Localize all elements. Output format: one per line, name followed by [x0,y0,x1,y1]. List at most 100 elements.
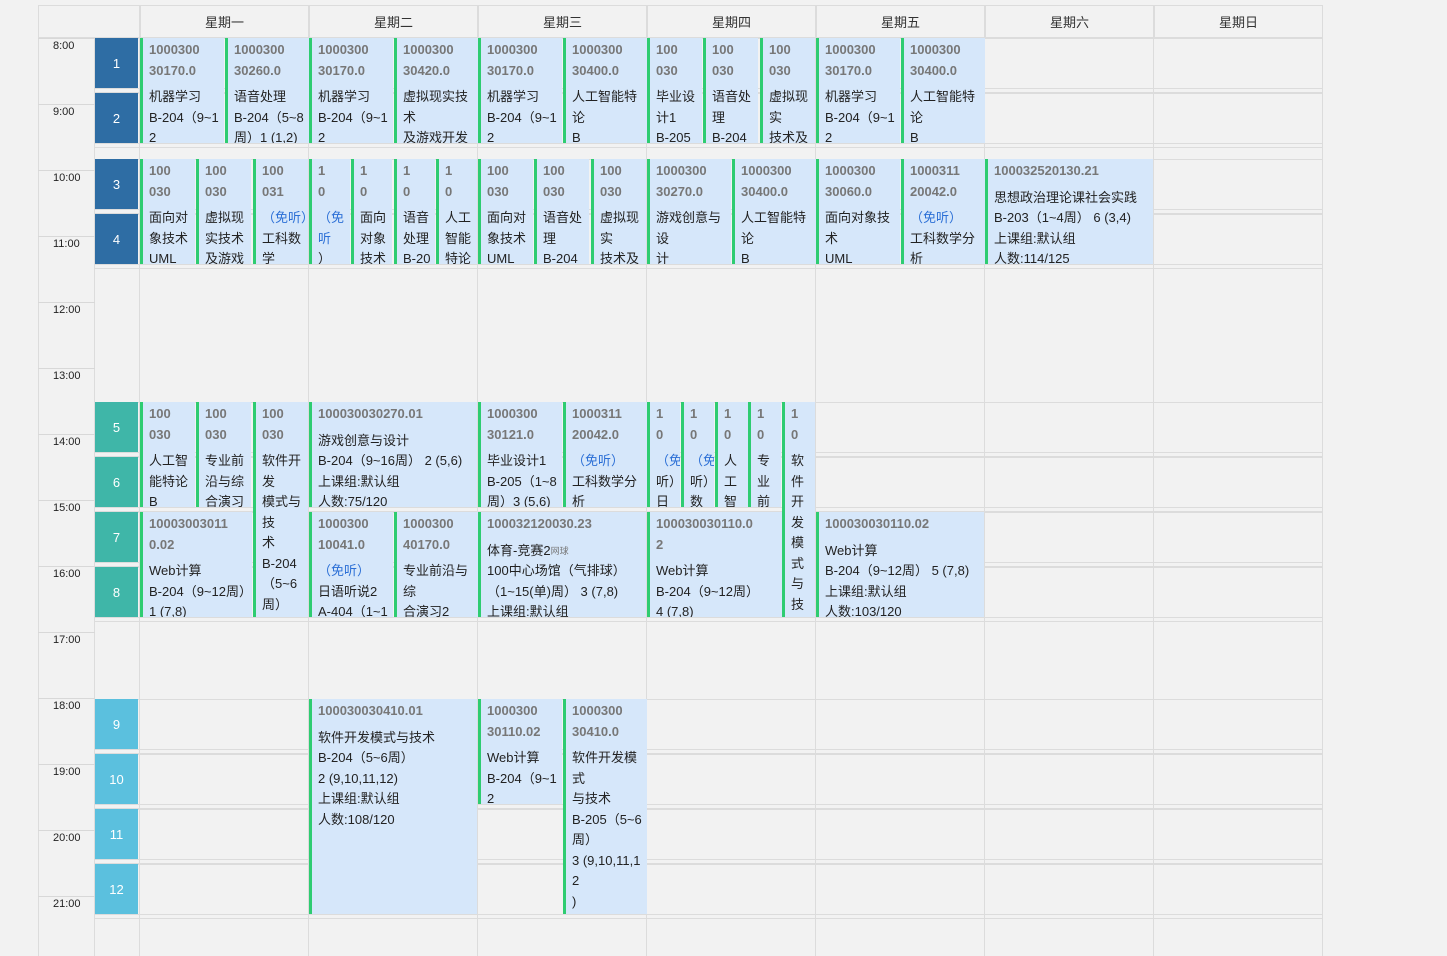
course-line: 及游戏 [205,251,245,264]
course-line: 合演习2 [403,604,450,617]
course-code: 100 [543,163,565,178]
course-code: 100030030270.01 [318,406,423,421]
course-line: 上课组:默认组 [318,473,400,489]
course-line: 机器学习 [825,89,878,104]
course-code: 100 [487,163,509,178]
course-code: 100030030110.02 [825,516,930,531]
course-cell[interactable]: 100030虚拟现实技术及游戏开发 [760,38,815,143]
course-code: 1000300 [149,42,200,57]
time-column [38,38,95,956]
period-number: 4 [95,214,138,264]
course-cell[interactable]: 10人工智能特论B [436,159,477,264]
course-code: 030 [712,62,734,78]
course-line: 周）3 (5,6) [487,494,551,507]
course-line: 语音 [403,210,430,225]
course-cell[interactable]: 10（免听）数学 [681,402,714,507]
course-line: 上课组:默认组 [825,583,907,599]
course-line: 100中心场馆（气排球） [487,563,626,578]
course-cell[interactable]: 100030030270.0游戏创意与设计B-204（9~16 [647,159,731,264]
course-cell[interactable]: 100030专业前沿与综合演习2 [196,402,251,507]
course-line: 日语听说2 [318,583,378,599]
grid-row-line [95,753,1323,754]
course-code: 1 [791,406,799,421]
course-line: ) [572,893,577,909]
day-header: 星期三 [478,5,647,38]
hour-line [38,830,95,831]
course-cell[interactable]: 10（免听）日语 [647,402,680,507]
period-number: 3 [95,159,138,209]
course-cell[interactable]: 10软件开发模式与技术B-204（5~6 [782,402,815,617]
course-line: 2 (9,10,11,12) [318,770,398,786]
course-code: 1 [403,163,411,178]
course-code: 30400.0 [910,62,957,78]
sport-tag: 网球 [550,545,569,556]
course-code: 30260.0 [234,62,281,78]
period-number: 2 [95,93,138,143]
course-code: 100 [205,406,227,421]
course-code: 1000300 [318,516,369,531]
course-code: 1000300 [403,42,454,57]
course-cell[interactable]: 10（免听）数学 [309,159,350,264]
course-cell[interactable]: 100030人工智能特论BB-204 [140,402,195,507]
course-line: 人工智能特论 [741,210,807,246]
period-number: 8 [95,567,138,617]
course-code: 1 [757,406,765,421]
course-code: 20042.0 [910,183,957,199]
course-code: 30121.0 [487,426,534,442]
grid-row-line [95,804,1323,805]
course-line: 合演习2 [205,494,245,507]
course-line: 人工 [445,210,472,225]
course-code: 031 [262,183,284,199]
course-line: 人工智 [149,453,189,468]
hour-line [38,434,95,435]
course-line: 周）1 (1,2) [234,130,298,143]
course-code: 0 [360,183,368,199]
course-line: 计 [656,251,670,264]
course-cell[interactable]: 100030虚拟现实技术及游戏开发 [591,159,646,264]
hour-line [38,368,95,369]
hour-line [38,566,95,567]
course-line: 软件开发 [262,453,302,489]
course-cell[interactable]: 10专业前沿与综 [748,402,781,507]
time-label: 16:00 [53,568,81,580]
course-line: 软件开发模式 [572,750,638,786]
time-label: 20:00 [53,832,81,844]
course-cell[interactable]: 100031（免听）工科数学分析基础 [253,159,308,264]
